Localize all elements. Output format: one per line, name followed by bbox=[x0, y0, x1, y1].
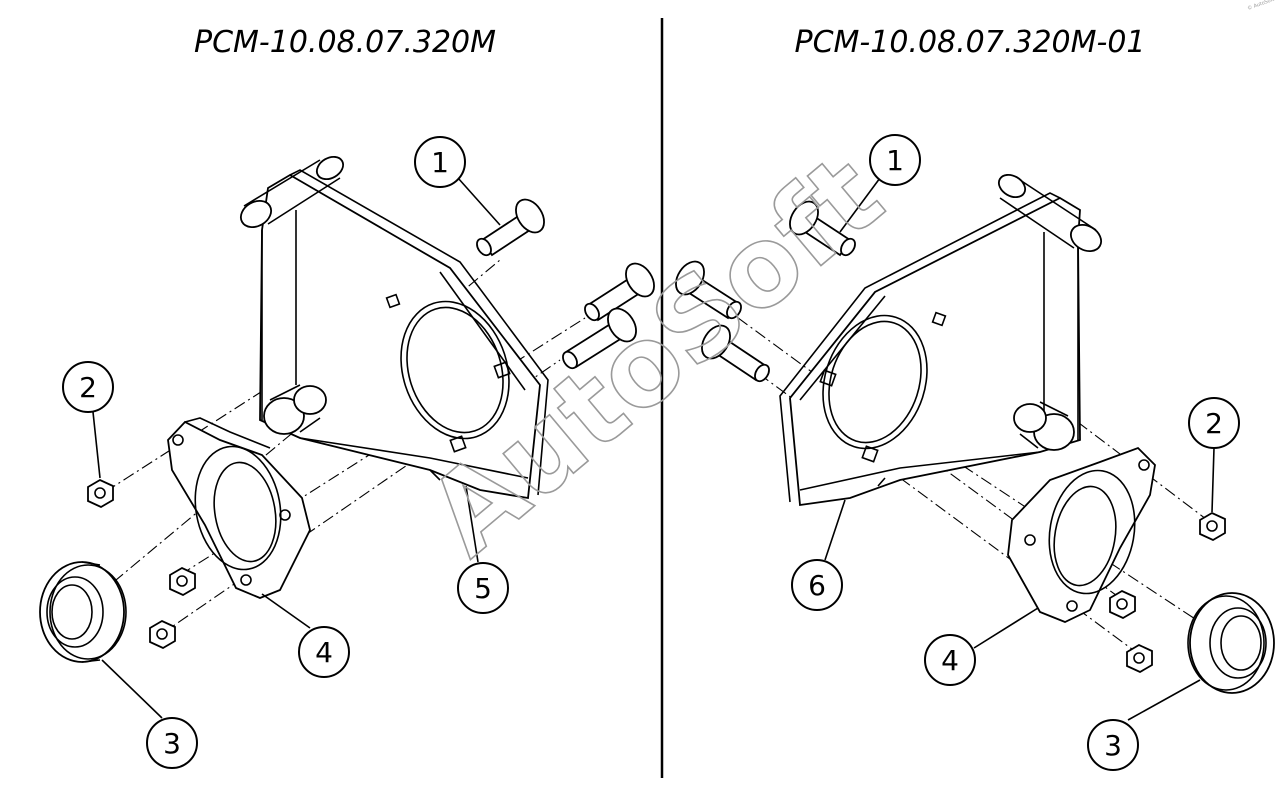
left-leader-4 bbox=[261, 593, 311, 629]
svg-text:1: 1 bbox=[886, 144, 904, 177]
right-bolt-lower bbox=[701, 324, 770, 383]
right-leader-3 bbox=[1127, 679, 1201, 721]
left-balloon-2: 2 bbox=[62, 361, 114, 413]
right-view-title: PCM-10.08.07.320M-01 bbox=[794, 25, 1145, 60]
left-balloon-4: 4 bbox=[298, 626, 350, 678]
left-nut-mid bbox=[169, 566, 196, 597]
svg-text:5: 5 bbox=[474, 572, 492, 605]
right-bolt-top bbox=[789, 200, 856, 257]
left-bolt-middle bbox=[584, 262, 655, 322]
right-bearing-part-3 bbox=[1187, 592, 1275, 694]
left-nut-top bbox=[87, 478, 114, 509]
right-balloon-4: 4 bbox=[924, 634, 976, 686]
left-balloon-5: 5 bbox=[457, 562, 509, 614]
right-bracket-part-6 bbox=[779, 173, 1102, 507]
svg-text:4: 4 bbox=[941, 644, 959, 677]
right-balloon-2: 2 bbox=[1188, 397, 1240, 449]
svg-text:3: 3 bbox=[163, 727, 181, 760]
svg-text:2: 2 bbox=[79, 371, 97, 404]
right-balloon-1: 1 bbox=[869, 134, 921, 186]
left-bolt-lower bbox=[562, 307, 637, 370]
right-nut-mid bbox=[1109, 589, 1136, 620]
left-leader-2 bbox=[92, 411, 101, 479]
left-flange-part-4 bbox=[167, 417, 311, 599]
right-leader-4 bbox=[973, 607, 1039, 649]
left-bracket-part-5 bbox=[240, 155, 549, 500]
right-leader-2 bbox=[1211, 447, 1215, 513]
left-leader-3 bbox=[101, 659, 163, 719]
svg-text:3: 3 bbox=[1104, 729, 1122, 762]
left-view-title: PCM-10.08.07.320M bbox=[194, 25, 496, 60]
right-leader-1 bbox=[839, 177, 881, 233]
right-leader-6 bbox=[824, 499, 846, 561]
right-flange-part-4 bbox=[1007, 446, 1156, 623]
left-nut-low bbox=[149, 619, 176, 650]
right-balloon-6: 6 bbox=[791, 559, 843, 611]
left-leader-5 bbox=[465, 485, 479, 563]
svg-text:2: 2 bbox=[1205, 407, 1223, 440]
left-bearing-part-3 bbox=[39, 561, 127, 663]
svg-text:1: 1 bbox=[431, 146, 449, 179]
right-bolt-middle bbox=[675, 260, 742, 320]
left-leader-1 bbox=[457, 177, 501, 226]
svg-text:4: 4 bbox=[315, 636, 333, 669]
corner-watermark: © AutoSoft bbox=[1246, 0, 1275, 12]
left-bolt-top bbox=[476, 198, 545, 257]
left-balloon-3: 3 bbox=[146, 717, 198, 769]
right-nut-low bbox=[1126, 643, 1153, 674]
right-centerline-bolt-a bbox=[699, 289, 1121, 599]
left-view: 1 2 3 4 5 bbox=[39, 136, 655, 769]
right-nut-top bbox=[1199, 511, 1226, 542]
left-balloon-1: 1 bbox=[414, 136, 466, 188]
right-view: 1 2 3 4 6 bbox=[675, 134, 1275, 771]
right-balloon-3: 3 bbox=[1087, 719, 1139, 771]
left-centerline-bearing bbox=[79, 259, 501, 611]
svg-text:6: 6 bbox=[808, 569, 826, 602]
